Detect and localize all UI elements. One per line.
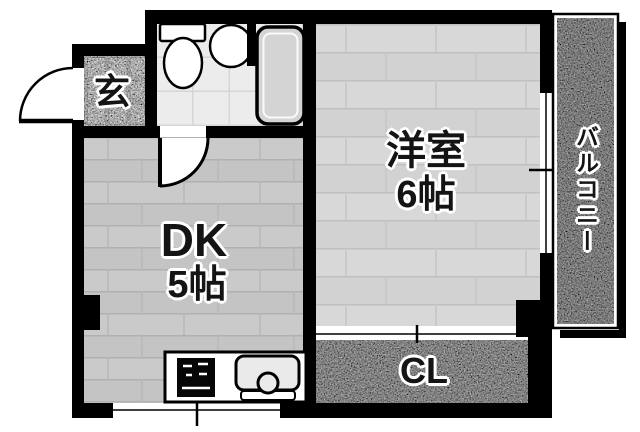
- walls: [72, 10, 552, 418]
- doors: [158, 137, 210, 188]
- entrance-label: 玄: [93, 71, 131, 112]
- wash-basin: [208, 23, 254, 69]
- washroom-door-arc: [159, 137, 210, 188]
- balcony-shadow-bottom: [560, 330, 626, 338]
- western-room-size-label: 6帖: [396, 174, 456, 216]
- bath-partition-wall: [247, 24, 256, 66]
- stove-burner-marks: [182, 362, 210, 390]
- faucet: [256, 371, 280, 395]
- balcony-shadow-right: [619, 22, 626, 338]
- stove: [177, 358, 215, 397]
- floors: [84, 24, 540, 403]
- entrance-doorway: [72, 68, 84, 120]
- closet-door-band: [316, 326, 540, 340]
- dk-size-label: 5帖: [167, 264, 227, 306]
- kitchen: [163, 350, 308, 404]
- western-room-floor: [316, 24, 540, 328]
- western-room-label: 洋室: [386, 129, 466, 173]
- entrance-floor: [84, 56, 148, 126]
- washroom-door-swing: [160, 138, 208, 186]
- closet-label: CL: [400, 350, 448, 391]
- balcony-structure: [551, 12, 626, 338]
- toilet-bowl: [162, 36, 204, 90]
- dk-label: DK: [160, 214, 228, 266]
- windows: [113, 93, 561, 426]
- entrance-door: [18, 66, 74, 124]
- balcony-label: バルコニー: [572, 125, 599, 255]
- bathtub: [255, 25, 306, 126]
- entrance-door-arc: [18, 66, 74, 122]
- closet-floor: [316, 340, 530, 403]
- bathroom-fixtures: [158, 22, 306, 126]
- balcony-floor: [557, 18, 614, 324]
- bathtub-inner-rim: [262, 32, 299, 119]
